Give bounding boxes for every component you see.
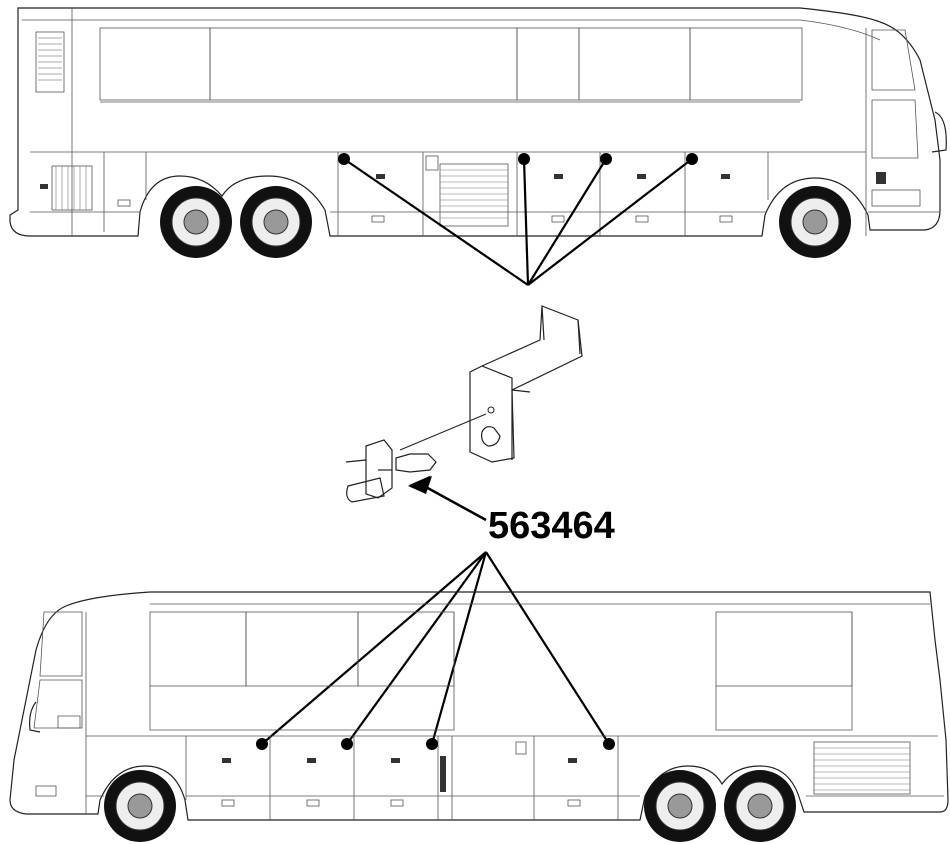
latch-bracket-detail [345,305,583,522]
bottom-rear-wheel-1 [644,770,716,842]
bottom-callout-dots [256,738,615,750]
callout-dot [686,153,698,165]
callout-dot [518,153,530,165]
bottom-front-wheel [104,770,176,842]
top-callouts [338,153,698,286]
bottom-coach-illustration [9,591,949,842]
callout-dot [338,153,350,165]
callout-dot [341,738,353,750]
top-rear-wheel-2 [240,186,312,258]
part-number-label: 563464 [488,505,615,547]
top-rear-wheel-1 [160,186,232,258]
callout-dot [603,738,615,750]
callout-dot [426,738,438,750]
bottom-callouts [261,551,610,745]
top-front-wheel [779,186,851,258]
callout-dot [600,153,612,165]
callout-dot [256,738,268,750]
top-coach-illustration [9,7,947,258]
bottom-rear-wheel-2 [724,770,796,842]
